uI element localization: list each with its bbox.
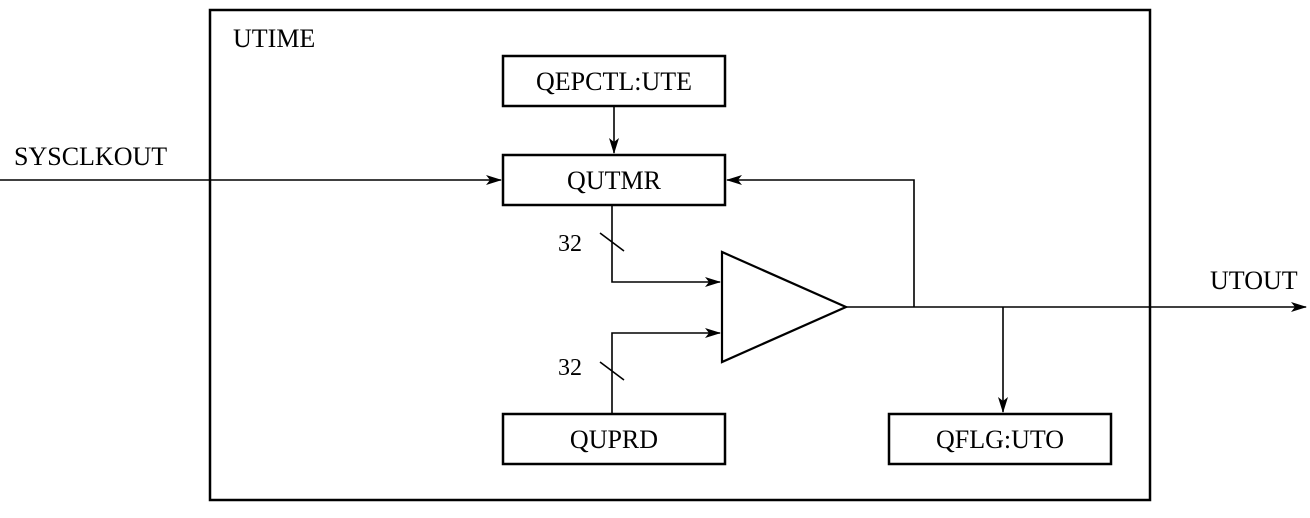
utout-label: UTOUT xyxy=(1210,266,1298,295)
qutmr-reset-feedback-wire xyxy=(726,175,915,307)
quprd-label: QUPRD xyxy=(570,425,658,454)
quprd-block: QUPRD xyxy=(501,412,727,466)
qutmr-label: QUTMR xyxy=(567,166,662,195)
qflg-uto-block: QFLG:UTO xyxy=(887,412,1113,466)
qepctl-ute-label: QEPCTL:UTE xyxy=(536,67,692,96)
quprd-bus-width: 32 xyxy=(558,355,582,381)
qutmr-bus-width: 32 xyxy=(558,231,582,257)
comparator-triangle xyxy=(720,250,849,364)
qutmr-block: QUTMR xyxy=(501,153,727,207)
quprd-bus-slash xyxy=(599,361,625,381)
qepctl-ute-block: QEPCTL:UTE xyxy=(501,54,727,108)
utime-module-border xyxy=(208,8,1152,502)
qflg-uto-label: QFLG:UTO xyxy=(936,425,1064,454)
qutmr-bus-slash xyxy=(599,232,625,252)
module-title: UTIME xyxy=(233,24,315,53)
sysclkout-label: SYSCLKOUT xyxy=(14,142,167,171)
qutmr-bus-wire xyxy=(611,205,721,287)
quprd-bus-wire xyxy=(611,328,721,414)
